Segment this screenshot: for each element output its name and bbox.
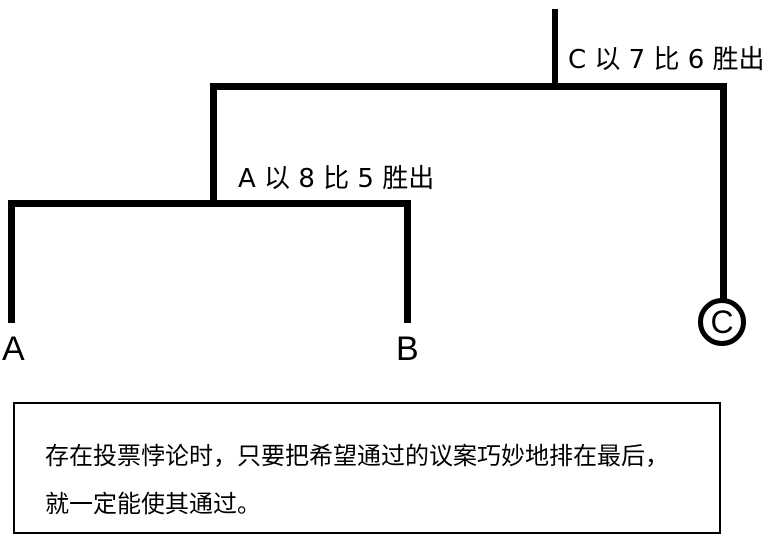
- c-branch: [720, 83, 727, 301]
- leaf-c: C: [710, 303, 734, 340]
- note-box: 存在投票悖论时，只要把希望通过的议案巧妙地排在最后，就一定能使其通过。: [13, 402, 721, 534]
- lower-bar: [8, 200, 411, 207]
- a-branch: [8, 200, 15, 323]
- ab-stem: [210, 83, 217, 207]
- note-text: 存在投票悖论时，只要把希望通过的议案巧妙地排在最后，就一定能使其通过。: [45, 442, 669, 518]
- upper-bar: [210, 83, 727, 90]
- round-1-label: A 以 8 比 5 胜出: [238, 164, 435, 194]
- root-stem: [552, 9, 558, 89]
- leaf-a: A: [2, 330, 25, 368]
- leaf-b: B: [396, 330, 419, 368]
- round-2-label: C 以 7 比 6 胜出: [568, 45, 765, 75]
- leaf-c-circled: C: [698, 298, 746, 346]
- b-branch: [404, 200, 411, 323]
